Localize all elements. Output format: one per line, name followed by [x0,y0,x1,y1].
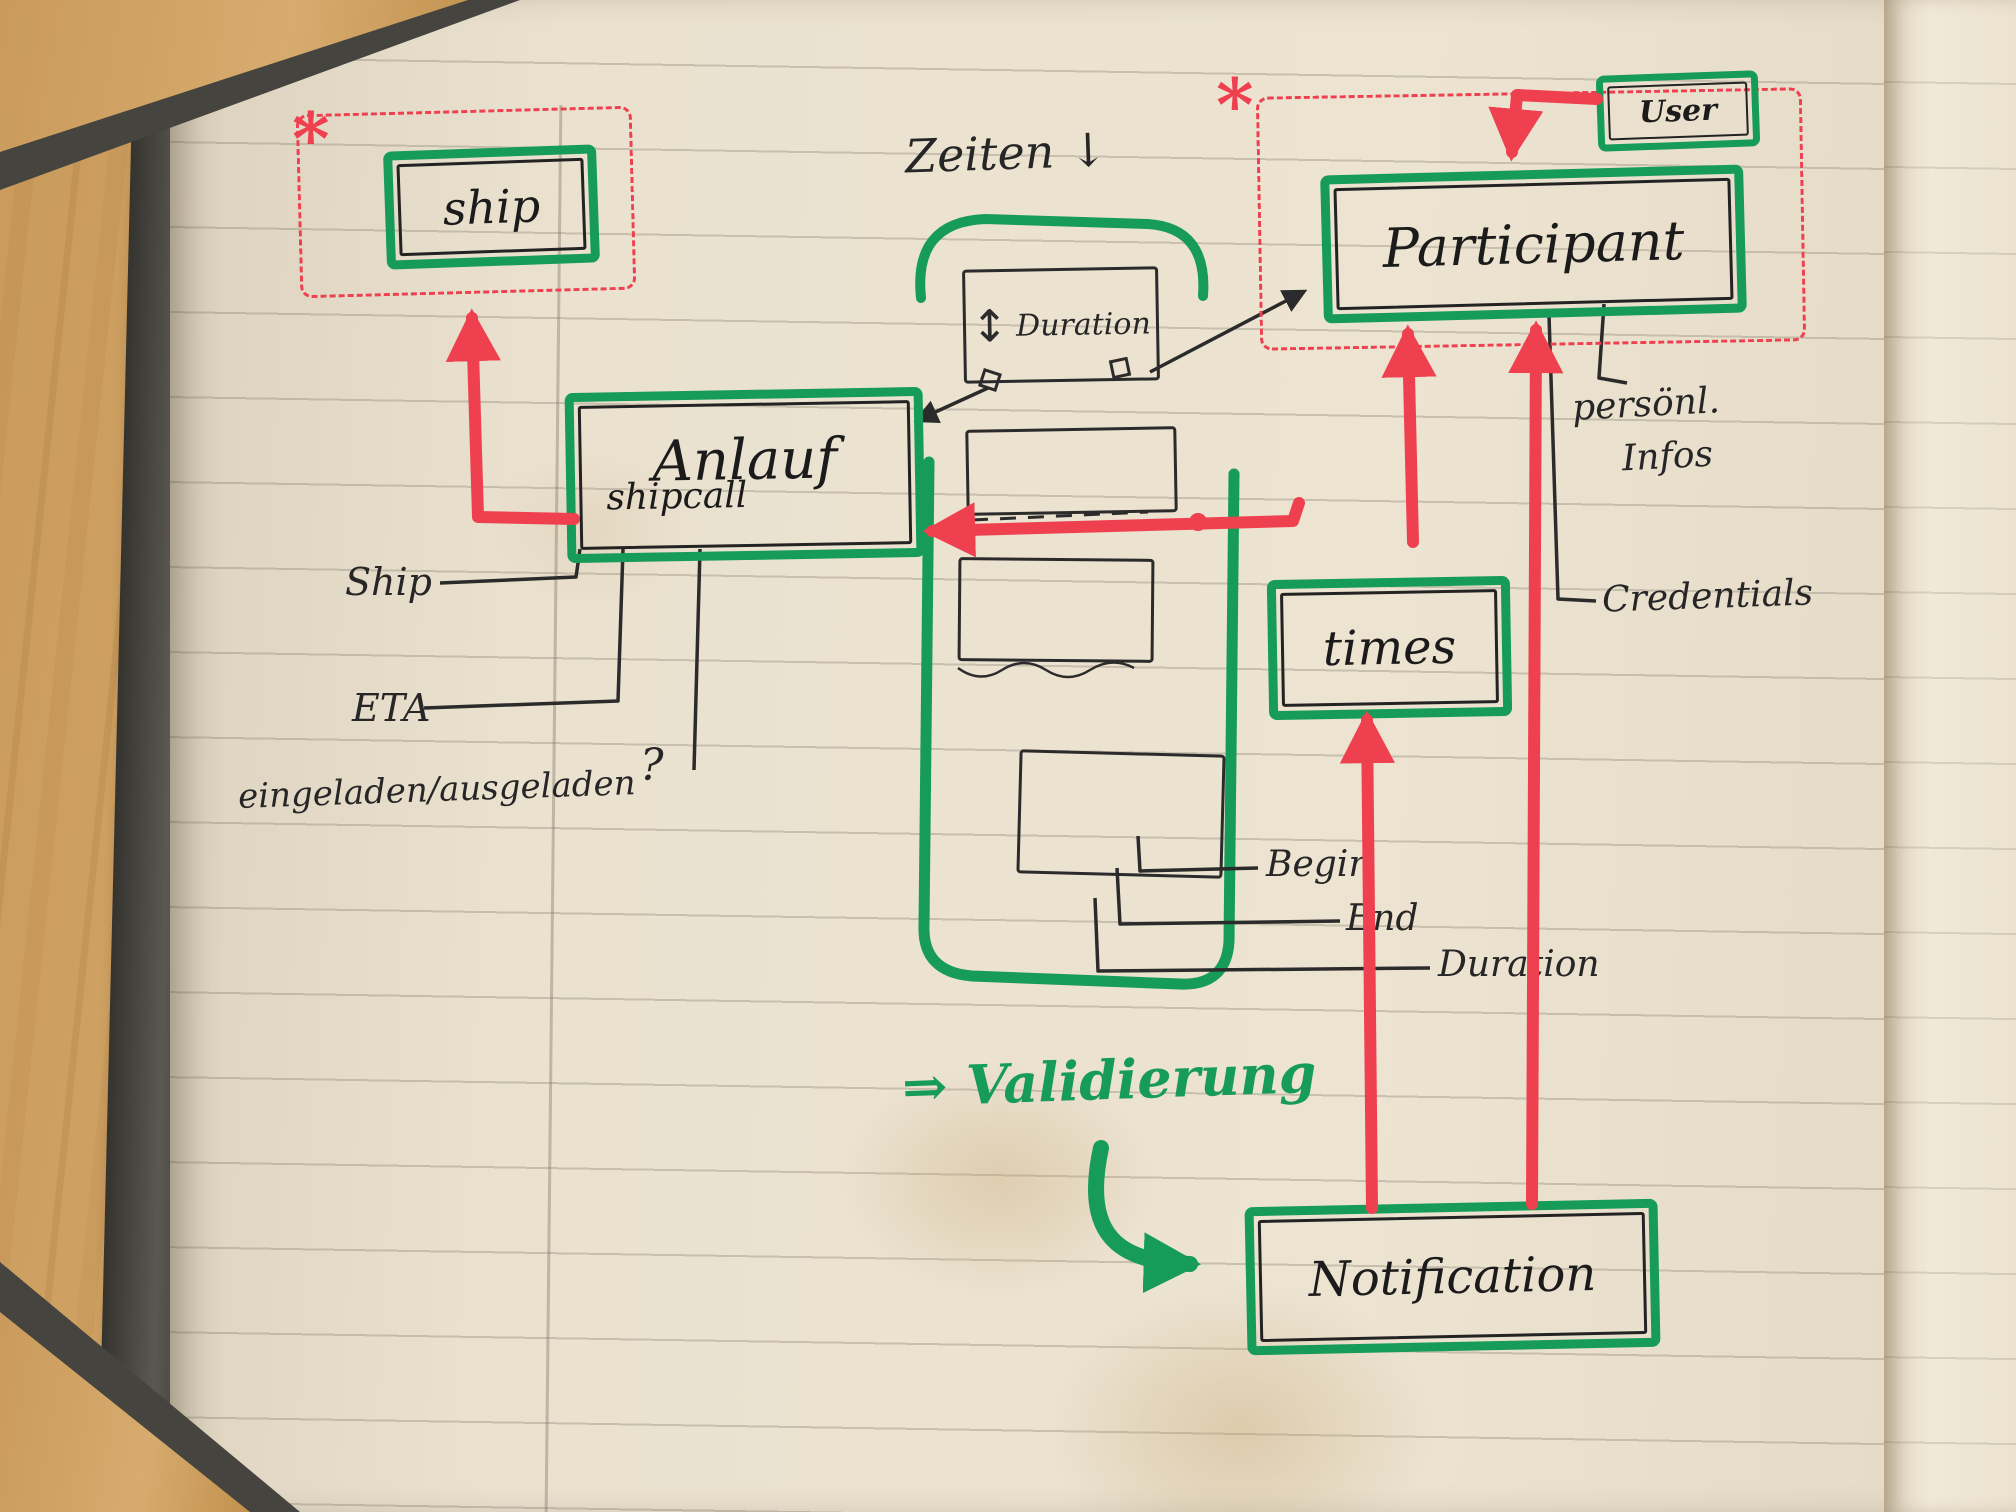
begin-attr-connector [1136,835,1259,873]
attr-eta-label: ETA [352,686,431,730]
squiggle-under-box [957,661,1135,679]
eingeladen-attr-connector [692,548,702,771]
green-arc-zeiten [915,213,1209,303]
connector-square-left [978,368,1002,392]
duration-to-participant-arrow [1149,289,1308,374]
notification-to-times-arrow [1339,710,1396,1214]
validierung-to-notification-arrow [1088,1140,1202,1294]
adjacent-page-edge [1884,0,2016,1512]
duration-attr-connector [1093,897,1431,973]
connector-square-right [1108,356,1132,380]
duration-to-anlauf-arrow [913,386,989,423]
user-to-participant-arrow [1488,89,1603,162]
attr-end-label: End [1346,898,1419,939]
ship-attr-connector [439,548,582,585]
end-attr-connector [1115,867,1341,926]
personal-infos-bracket [1597,303,1628,385]
notification-to-participant-arrow [1508,320,1564,1210]
attr-duration-label: Duration [1438,944,1600,985]
dashed-line-under-box [971,510,1149,522]
attr-ship-label: Ship [345,560,432,604]
notebook-page [170,0,1888,1512]
times-to-anlauf-arrow [922,497,1305,558]
attr-begin-label: Begin [1266,844,1372,885]
anlauf-to-ship-arrow [445,308,580,525]
question-mark: ? [640,740,664,791]
eta-attr-connector [423,548,625,710]
times-to-participant-arrow [1381,324,1437,548]
red-junction-dot [1189,513,1207,531]
asterisk-ship: * [292,96,330,181]
green-container-outline [918,456,1240,990]
credentials-connector [1547,314,1597,603]
asterisk-participant: * [1216,62,1254,147]
